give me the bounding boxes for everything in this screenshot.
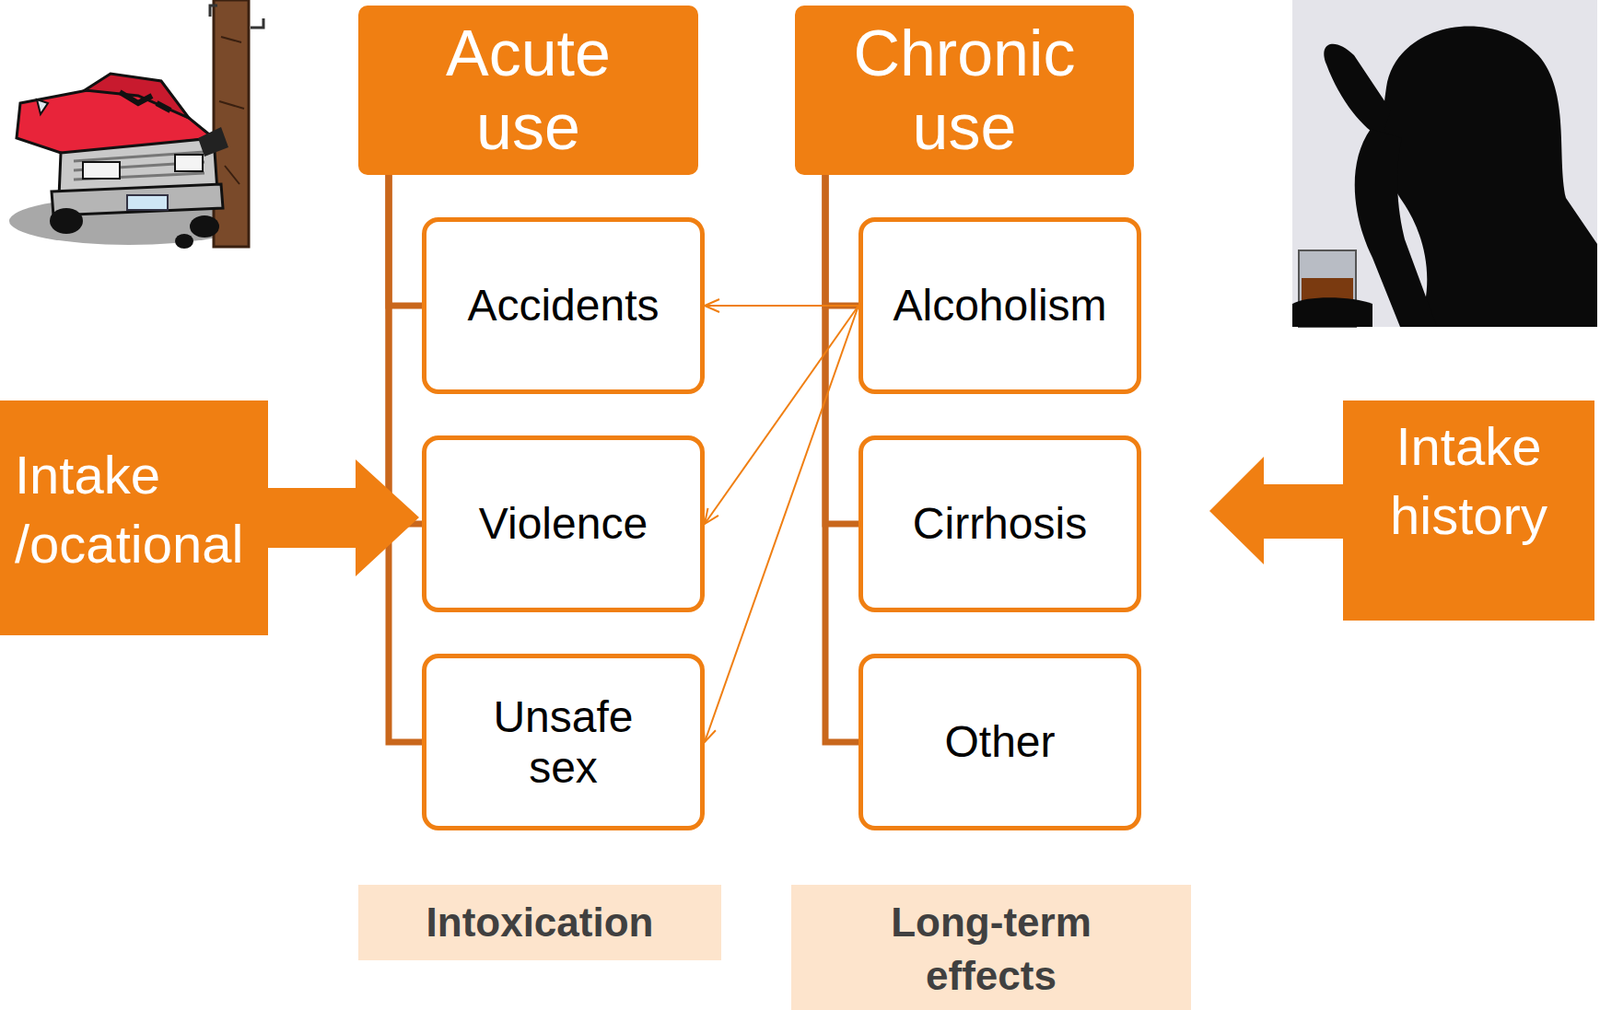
influence-arrow [704, 305, 859, 743]
box-text: Alcoholism [871, 280, 1130, 331]
tree-connector [825, 175, 859, 306]
box-text: Violence [434, 498, 693, 549]
tree-connector [825, 175, 859, 743]
category-header: Chronic use [794, 5, 1134, 176]
band-text: Long-term effects [852, 896, 1130, 1002]
box-text: Unsafe sex [476, 691, 652, 794]
tree-connector [388, 175, 422, 525]
block-arrow: Intake history [1209, 400, 1595, 621]
influence-arrow [704, 304, 859, 307]
box-text: Accidents [434, 280, 693, 331]
band-text: Intoxication [369, 896, 711, 949]
header-text: Chronic use [844, 16, 1085, 164]
effect-box: Accidents [421, 217, 705, 395]
effect-box: Unsafe sex [421, 654, 705, 831]
influence-arrow [704, 305, 859, 525]
block-arrow: Intake /ocational [0, 400, 420, 636]
arrow-text: Intake /ocational [14, 440, 319, 579]
arrow-text: Intake history [1343, 411, 1595, 550]
drinker-silhouette-photo [1292, 0, 1598, 328]
effect-box: Violence [421, 435, 705, 613]
tree-connector [388, 175, 422, 743]
effect-box: Alcoholism [858, 217, 1142, 395]
effect-box: Cirrhosis [858, 435, 1142, 613]
header-text: Acute use [408, 16, 649, 164]
box-text: Other [871, 716, 1130, 768]
effect-box: Other [858, 654, 1142, 831]
box-text: Cirrhosis [871, 498, 1130, 549]
category-band: Long-term effects [791, 885, 1192, 1010]
car-crash-illustration [9, 0, 264, 249]
tree-connector [388, 175, 422, 306]
category-header: Acute use [358, 5, 699, 176]
tree-connector [825, 175, 859, 525]
category-band: Intoxication [358, 885, 722, 961]
